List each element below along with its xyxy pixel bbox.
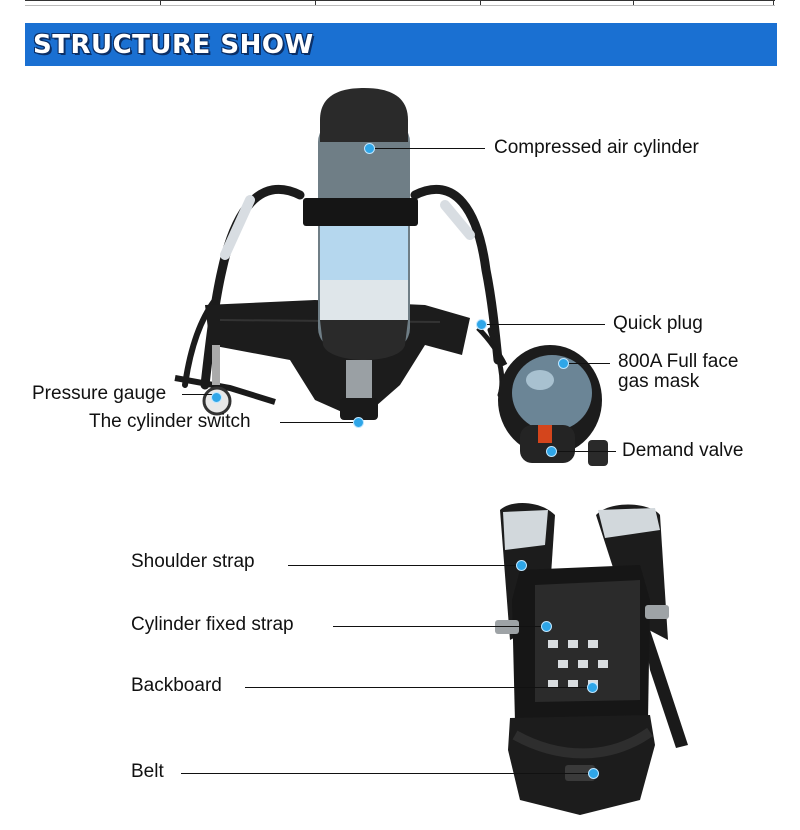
section-banner: STRUCTURE SHOW [25,23,777,66]
label-full-face-mask-line2: gas mask [618,371,700,392]
leader-line-shoulder-strap [288,565,518,566]
section-title: STRUCTURE SHOW [33,30,314,60]
marker-backboard [587,682,598,693]
marker-belt [588,768,599,779]
marker-cylinder-fixed-strap [541,621,552,632]
leader-line-cylinder [370,148,485,149]
marker-cylinder [364,143,375,154]
full-face-mask [476,326,608,466]
leader-line-pressure-gauge [182,394,217,395]
label-full-face-mask-line1: 800A Full face [618,351,739,372]
label-belt: Belt [131,761,164,782]
leader-line-mask [565,363,610,364]
label-cylinder-fixed-strap: Cylinder fixed strap [131,614,294,635]
marker-demand-valve [546,446,557,457]
leader-line-demand-valve [552,451,616,452]
marker-shoulder-strap [516,560,527,571]
top-table-edge [25,0,775,6]
label-backboard: Backboard [131,675,222,696]
leader-line-cylinder-fixed-strap [333,626,546,627]
marker-cylinder-switch [353,417,364,428]
leader-line-quick-plug [482,324,605,325]
label-demand-valve: Demand valve [622,440,744,461]
marker-mask [558,358,569,369]
leader-line-cylinder-switch [280,422,358,423]
leader-line-belt [181,773,592,774]
marker-quick-plug [476,319,487,330]
label-quick-plug: Quick plug [613,313,703,334]
harness-back-view [495,503,688,815]
label-shoulder-strap: Shoulder strap [131,551,255,572]
leader-line-backboard [245,687,593,688]
label-compressed-air-cylinder: Compressed air cylinder [494,137,699,158]
air-cylinder [303,88,418,420]
label-cylinder-switch: The cylinder switch [89,411,251,432]
marker-pressure-gauge [211,392,222,403]
label-pressure-gauge: Pressure gauge [32,383,167,404]
